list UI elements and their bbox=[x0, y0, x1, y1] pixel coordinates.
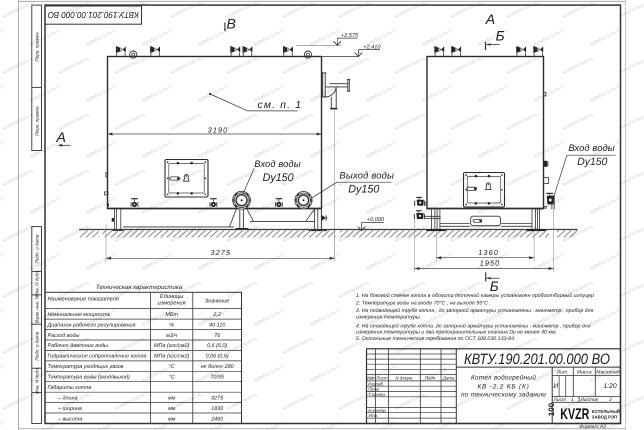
svg-text:1950: 1950 bbox=[480, 259, 501, 268]
svg-text:измерения: измерения bbox=[158, 301, 186, 307]
svg-text:Техническая характеристика: Техническая характеристика bbox=[96, 284, 183, 291]
svg-text:KVZR: KVZR bbox=[560, 406, 589, 423]
svg-text:Котел водогрейный: Котел водогрейный bbox=[471, 374, 536, 381]
svg-text:см. п. 1: см. п. 1 bbox=[258, 100, 303, 111]
svg-text:И: И bbox=[553, 383, 559, 390]
svg-text:1830: 1830 bbox=[211, 406, 223, 412]
svg-text:Dy150: Dy150 bbox=[263, 172, 295, 184]
svg-text:Инв. N подл.: Инв. N подл. bbox=[35, 367, 40, 394]
svg-text:Б: Б bbox=[490, 279, 499, 294]
svg-text:Вход воды: Вход воды bbox=[568, 142, 614, 153]
svg-text:Температура воды (вход/выход): Температура воды (вход/выход) bbox=[48, 375, 131, 381]
svg-text:2. Температура воды на входе: 2. Температура воды на входе 70°С , на в… bbox=[355, 300, 491, 306]
svg-text:Значение: Значение bbox=[205, 299, 230, 305]
svg-text:Расход воды: Расход воды bbox=[48, 333, 80, 339]
svg-text:°С: °С bbox=[169, 364, 175, 370]
svg-text:Температура уходящих газов: Температура уходящих газов bbox=[48, 364, 124, 370]
svg-text:измерения температуры.: измерения температуры. bbox=[356, 314, 421, 320]
svg-text:3. На подводящей трубе котла: 3. На подводящей трубе котла , до запорн… bbox=[356, 308, 594, 314]
svg-text:40-110: 40-110 bbox=[209, 322, 225, 328]
svg-text:1: 1 bbox=[571, 397, 574, 403]
svg-text:Т.контр.: Т.контр. bbox=[368, 392, 386, 397]
svg-text:Масса: Масса bbox=[577, 369, 592, 375]
svg-text:Наименование показателя: Наименование показателя bbox=[48, 297, 119, 303]
svg-text:Подп.: Подп. bbox=[425, 376, 437, 381]
svg-text:%: % bbox=[169, 322, 174, 328]
svg-text:Номинальная мощность: Номинальная мощность bbox=[48, 312, 111, 318]
svg-text:+2.410: +2.410 bbox=[363, 45, 381, 51]
svg-text:Единицы: Единицы bbox=[160, 293, 183, 300]
svg-text:1360: 1360 bbox=[478, 248, 499, 257]
svg-text:Подп. и дата: Подп. и дата bbox=[35, 331, 40, 360]
svg-text:Рабочее давление воды: Рабочее давление воды bbox=[48, 343, 108, 349]
svg-text:3190: 3190 bbox=[208, 125, 229, 134]
svg-text:Утв.: Утв. bbox=[368, 413, 378, 418]
svg-text:А: А bbox=[56, 129, 66, 145]
svg-text:мм: мм bbox=[168, 395, 176, 401]
svg-text:Гидравлическое сопротивление к: Гидравлическое сопротивление котла bbox=[48, 354, 147, 360]
svg-text:2460: 2460 bbox=[210, 416, 223, 422]
svg-text:3275: 3275 bbox=[211, 395, 224, 401]
svg-text:– длина: – длина bbox=[57, 395, 77, 401]
svg-text:Лист: Лист bbox=[375, 376, 388, 381]
svg-text:Дата: Дата bbox=[442, 376, 455, 381]
svg-text:ЗАВОД РЭП: ЗАВОД РЭП bbox=[592, 414, 617, 419]
svg-text:Формат А3: Формат А3 bbox=[579, 424, 606, 430]
svg-text:МВт: МВт bbox=[165, 312, 178, 318]
svg-text:0,06 (0,6): 0,06 (0,6) bbox=[206, 354, 229, 360]
svg-text:Б: Б bbox=[496, 29, 505, 44]
svg-text:КВТУ.190.201.00.000 ВО: КВТУ.190.201.00.000 ВО bbox=[48, 10, 139, 20]
svg-text:Взам. инв. N: Взам. инв. N bbox=[35, 296, 40, 323]
svg-text:Перв. примен.: Перв. примен. bbox=[35, 31, 40, 62]
svg-text:КОТЕЛЬНЫЙ: КОТЕЛЬНЫЙ bbox=[592, 409, 620, 414]
svg-text:по техническому заданию: по техническому заданию bbox=[461, 392, 546, 399]
svg-text:76: 76 bbox=[214, 333, 220, 339]
svg-text:3275: 3275 bbox=[210, 248, 231, 257]
svg-text:Разраб.: Разраб. bbox=[368, 381, 384, 386]
svg-text:70/95: 70/95 bbox=[210, 375, 224, 381]
svg-text:Dy150: Dy150 bbox=[577, 156, 607, 168]
svg-text:N докум.: N докум. bbox=[396, 376, 414, 381]
svg-text:КВ -2,2 КБ (К): КВ -2,2 КБ (К) bbox=[477, 383, 529, 390]
svg-text:100: 100 bbox=[547, 402, 556, 416]
svg-text:Габариты котла: Габариты котла bbox=[48, 385, 92, 391]
svg-text:Инв. N дубл.: Инв. N дубл. bbox=[35, 270, 40, 297]
svg-text:Н.контр.: Н.контр. bbox=[368, 408, 387, 413]
svg-text:В: В bbox=[227, 16, 236, 32]
svg-text:Листов: Листов bbox=[580, 397, 599, 403]
svg-text:МПа (кгс/см2): МПа (кгс/см2) bbox=[154, 343, 189, 349]
svg-text:А: А bbox=[485, 11, 495, 27]
svg-text:Dy150: Dy150 bbox=[348, 184, 380, 196]
svg-text:мм: мм bbox=[168, 406, 176, 412]
svg-text:Выход воды: Выход воды bbox=[339, 169, 394, 180]
svg-text:измерения температуры и два пр: измерения температуры и два предохраните… bbox=[356, 330, 557, 336]
svg-text:Перв. примен.: Перв. примен. bbox=[35, 105, 40, 136]
svg-text:Масштаб: Масштаб bbox=[596, 369, 620, 375]
svg-text:+2.575: +2.575 bbox=[341, 33, 359, 39]
svg-text:КВТУ.190.201.00.000 ВО: КВТУ.190.201.00.000 ВО bbox=[464, 351, 610, 368]
svg-text:Лит.: Лит. bbox=[556, 369, 569, 375]
svg-text:Лист: Лист bbox=[553, 397, 566, 403]
svg-text:не более 280: не более 280 bbox=[201, 364, 234, 370]
svg-text:Пров.: Пров. bbox=[368, 387, 380, 392]
svg-text:5. Остальные технические треб: 5. Остальные технические требования по О… bbox=[356, 336, 516, 342]
svg-text:1. На боковой стенке котла в: 1. На боковой стенке котла в области топ… bbox=[356, 293, 594, 299]
svg-text:Диапазон рабочего регулировани: Диапазон рабочего регулирования bbox=[47, 322, 136, 328]
svg-text:м3/ч: м3/ч bbox=[166, 333, 177, 339]
svg-text:4. На отводящей трубе котла ,: 4. На отводящей трубе котла ,до запорной… bbox=[356, 323, 591, 329]
svg-text:Изм.: Изм. bbox=[366, 376, 375, 381]
svg-text:0,6 (6,0): 0,6 (6,0) bbox=[207, 343, 227, 349]
svg-text:– ширина: – ширина bbox=[57, 406, 82, 412]
svg-text:Подп. и дата: Подп. и дата bbox=[35, 234, 40, 263]
svg-text:°С: °С bbox=[169, 375, 175, 381]
svg-text:2,2: 2,2 bbox=[212, 312, 221, 318]
svg-text:Вход воды: Вход воды bbox=[254, 158, 300, 169]
svg-text:МПа (кгс/см2): МПа (кгс/см2) bbox=[154, 354, 189, 360]
svg-text:2: 2 bbox=[608, 397, 612, 403]
svg-text:мм: мм bbox=[168, 416, 176, 422]
svg-text:1:20: 1:20 bbox=[603, 383, 616, 390]
svg-text:+0.000: +0.000 bbox=[367, 217, 385, 223]
svg-text:– высота: – высота bbox=[57, 416, 82, 422]
